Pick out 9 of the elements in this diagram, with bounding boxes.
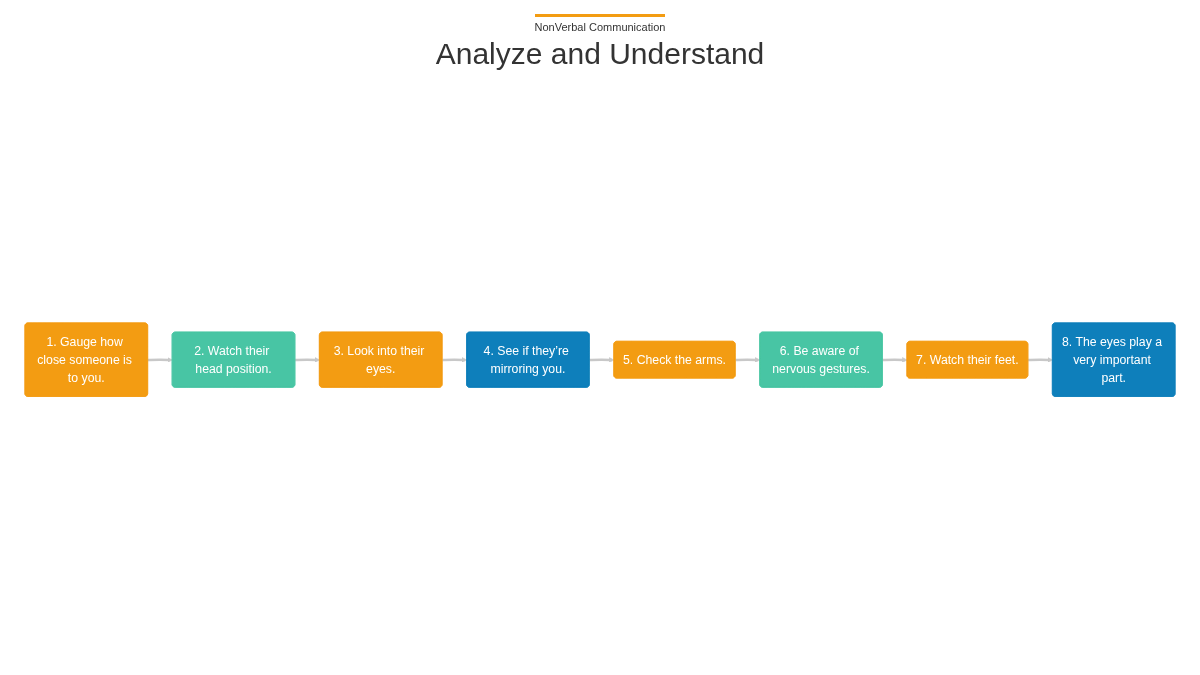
arrow — [882, 357, 908, 363]
arrow — [147, 357, 173, 363]
arrow — [295, 357, 320, 363]
arrow — [735, 357, 761, 363]
title: Analyze and Understand — [434, 37, 766, 71]
subtitle: NonVerbal Communication — [534, 14, 666, 33]
arrow — [1028, 357, 1053, 363]
arrow — [442, 357, 468, 363]
arrow — [589, 357, 615, 363]
